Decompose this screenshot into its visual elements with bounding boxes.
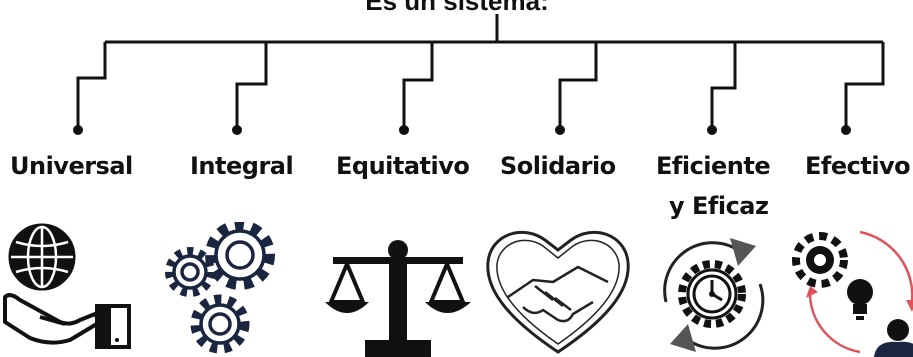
label-efectivo: Efectivo [805, 152, 911, 180]
label-equitativo: Equitativo [336, 152, 470, 180]
clock-gear-cycle-icon [663, 238, 765, 352]
diagram-title: Es un sistema: [365, 0, 549, 16]
label-solidario: Solidario [500, 152, 616, 180]
gear-bulb-person-icon [792, 230, 913, 357]
heart-handshake-icon [486, 230, 630, 354]
label-universal: Universal [10, 152, 133, 180]
scales-icon [325, 240, 471, 357]
label-eficiente: Eficiente [656, 152, 771, 180]
label-y-eficaz: y Eficaz [669, 192, 769, 220]
globe-hand-icon [3, 223, 131, 349]
gears-icon [165, 222, 275, 354]
label-integral: Integral [190, 152, 294, 180]
